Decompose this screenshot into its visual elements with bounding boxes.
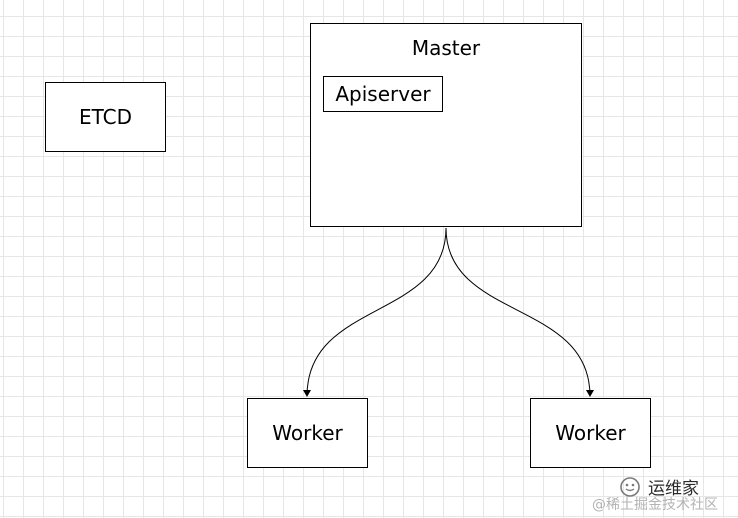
etcd-label: ETCD — [78, 105, 133, 129]
worker-right-node: Worker — [530, 398, 651, 468]
watermark-brand-text: 运维家 — [648, 479, 699, 499]
master-node: Master Apiserver — [310, 23, 582, 227]
worker-left-label: Worker — [272, 421, 343, 445]
watermark-site: @稀土掘金技术社区 — [592, 497, 718, 513]
apiserver-label: Apiserver — [335, 82, 431, 106]
edge-master-to-worker-left — [303, 227, 447, 397]
etcd-node: ETCD — [45, 82, 166, 152]
worker-right-label: Worker — [555, 421, 626, 445]
master-label: Master — [411, 36, 481, 60]
apiserver-node: Apiserver — [323, 76, 443, 112]
edge-master-to-worker-right — [445, 227, 594, 397]
watermark-brand: 运维家 — [618, 474, 699, 499]
wechat-bubble-icon — [618, 475, 642, 499]
worker-left-node: Worker — [247, 398, 368, 468]
